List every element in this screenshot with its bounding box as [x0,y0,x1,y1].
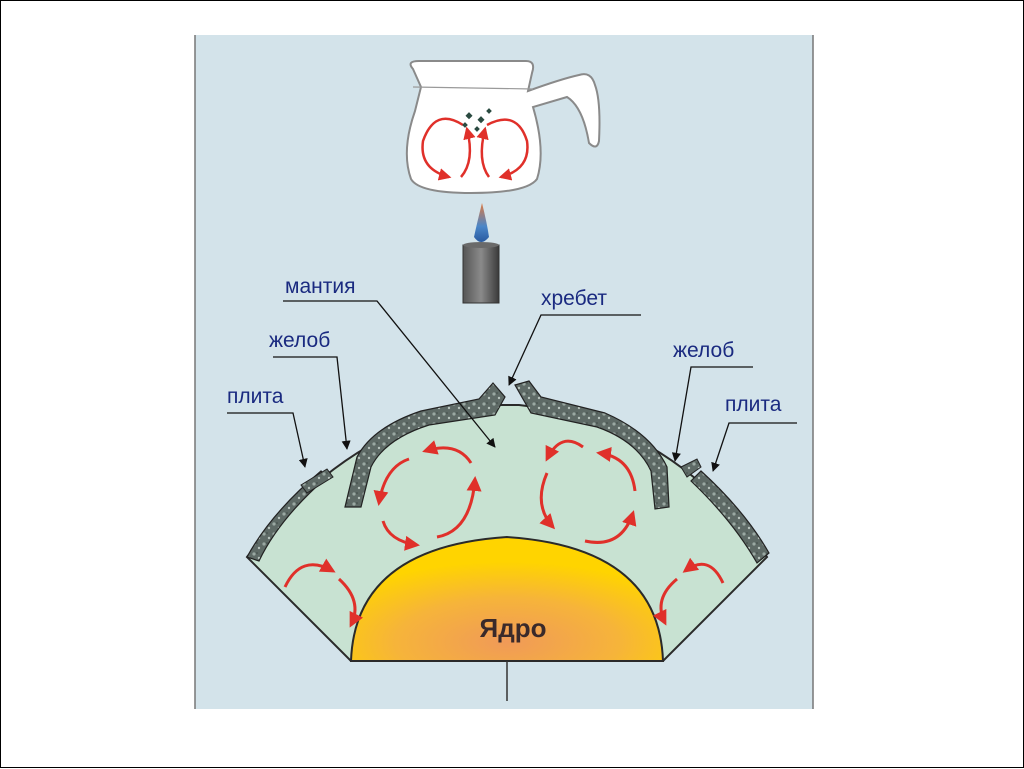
label-trench-right: желоб [673,339,734,362]
plate-ridge-right [514,380,670,510]
label-ridge: хребет [541,287,607,310]
burner-icon [462,242,500,304]
plate-right-outer [680,458,702,478]
label-mantle: мантия [285,275,355,298]
plate-left-outer [300,468,334,494]
label-pointers [227,300,797,472]
label-plate-right: плита [725,393,782,416]
plate-right [690,470,770,564]
plate-ridge-left [344,382,506,508]
flame-icon [474,203,489,242]
label-core: Ядро [480,613,547,643]
earth-cross-section [245,380,770,701]
label-plate-left: плита [227,385,284,408]
core [349,535,665,662]
label-trench-left: желоб [269,329,330,352]
kettle-icon [405,60,601,195]
convection-arrows [283,439,725,628]
